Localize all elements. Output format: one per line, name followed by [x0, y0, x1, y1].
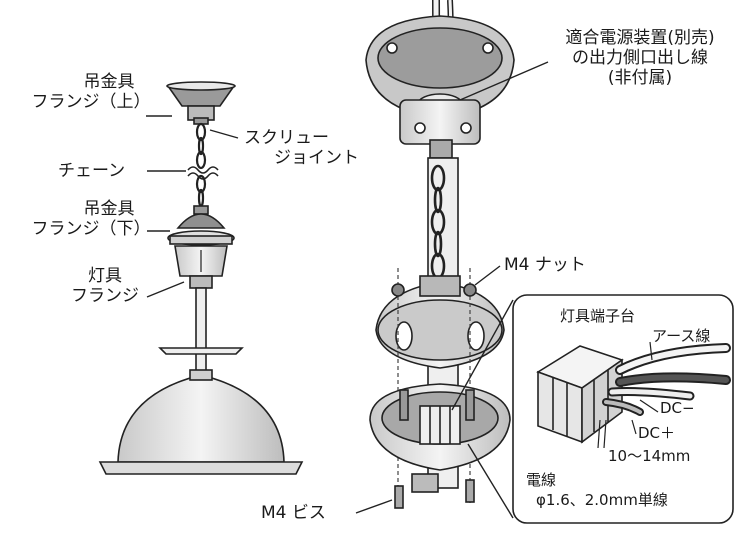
label-earth-wire: アース線: [652, 327, 711, 345]
label-terminal-block: 灯具端子台: [560, 307, 636, 325]
pendant-fixture-illustration: [98, 81, 304, 475]
label-screw-joint: スクリュー ジョイント: [244, 128, 359, 168]
label-m4-nut: M4 ナット: [504, 255, 586, 275]
label-upper-flange: 吊金具 フランジ（上）: [31, 72, 151, 112]
label-chain: チェーン: [58, 161, 126, 181]
label-dc-minus: DC−: [660, 399, 695, 417]
label-dc-plus: DC＋: [638, 424, 676, 442]
label-lower-flange: 吊金具 フランジ（下）: [31, 199, 151, 239]
label-leader-lines: [146, 61, 549, 514]
label-wire-spec: 電線 φ1.6、2.0mm単線: [526, 471, 668, 509]
label-strip-length: 10〜14mm: [608, 447, 691, 465]
label-fixture-flange: 灯具 フランジ: [71, 266, 139, 306]
label-power-wire: 適合電源装置(別売) の出力側口出し線 (非付属): [565, 28, 715, 88]
exploded-assembly-illustration: [365, 0, 515, 509]
terminal-detail-callout: [451, 294, 734, 524]
label-m4-screw: M4 ビス: [261, 503, 326, 523]
